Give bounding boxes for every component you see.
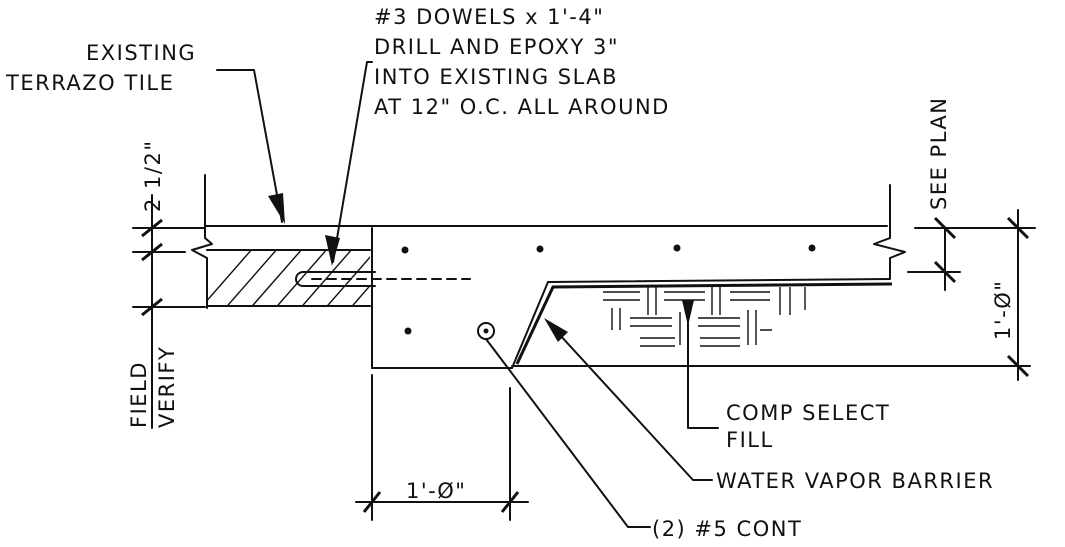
leader-existing-tile [216, 69, 285, 224]
leader-dowels [325, 61, 373, 266]
label-comp-fill-1: COMP SELECT [726, 401, 890, 425]
label-dim-top: 2 1/2" [141, 140, 165, 213]
label-field-verify-1: FIELD [127, 361, 151, 428]
label-dim-right: 1'-Ø" [991, 280, 1015, 340]
top-rebar [401, 244, 816, 254]
label-dim-bottom: 1'-Ø" [406, 479, 466, 503]
label-existing-tile-1: EXISTING [86, 41, 196, 65]
leader-rebar [485, 338, 651, 528]
dowel [295, 271, 471, 287]
bottom-dimension [355, 374, 529, 521]
label-see-plan: SEE PLAN [927, 97, 951, 210]
bottom-rebar-left [404, 327, 412, 335]
comp-fill-hatch [603, 287, 806, 347]
label-dowels-3: INTO EXISTING SLAB [374, 65, 618, 89]
label-rebar: (2) #5 CONT [652, 517, 802, 541]
left-break-line [191, 174, 213, 309]
right-break-line [873, 184, 906, 279]
vapor-barrier-line [515, 282, 893, 365]
label-dowels-4: AT 12" O.C. ALL AROUND [374, 95, 670, 119]
label-vapor-barrier: WATER VAPOR BARRIER [716, 469, 994, 493]
label-dowels-1: #3 DOWELS x 1'-4" [374, 5, 604, 29]
right-dimension [907, 209, 1036, 381]
label-existing-tile-2: TERRAZO TILE [5, 71, 174, 95]
label-dowels-2: DRILL AND EPOXY 3" [374, 35, 619, 59]
leader-vapor-barrier [544, 318, 713, 481]
label-comp-fill-2: FILL [726, 428, 774, 452]
bottom-rebar-cont [477, 322, 495, 340]
left-dimension [132, 194, 206, 346]
leader-comp-fill [682, 300, 719, 429]
label-field-verify-2: VERIFY [155, 346, 179, 428]
new-slab-outline [371, 227, 1031, 369]
